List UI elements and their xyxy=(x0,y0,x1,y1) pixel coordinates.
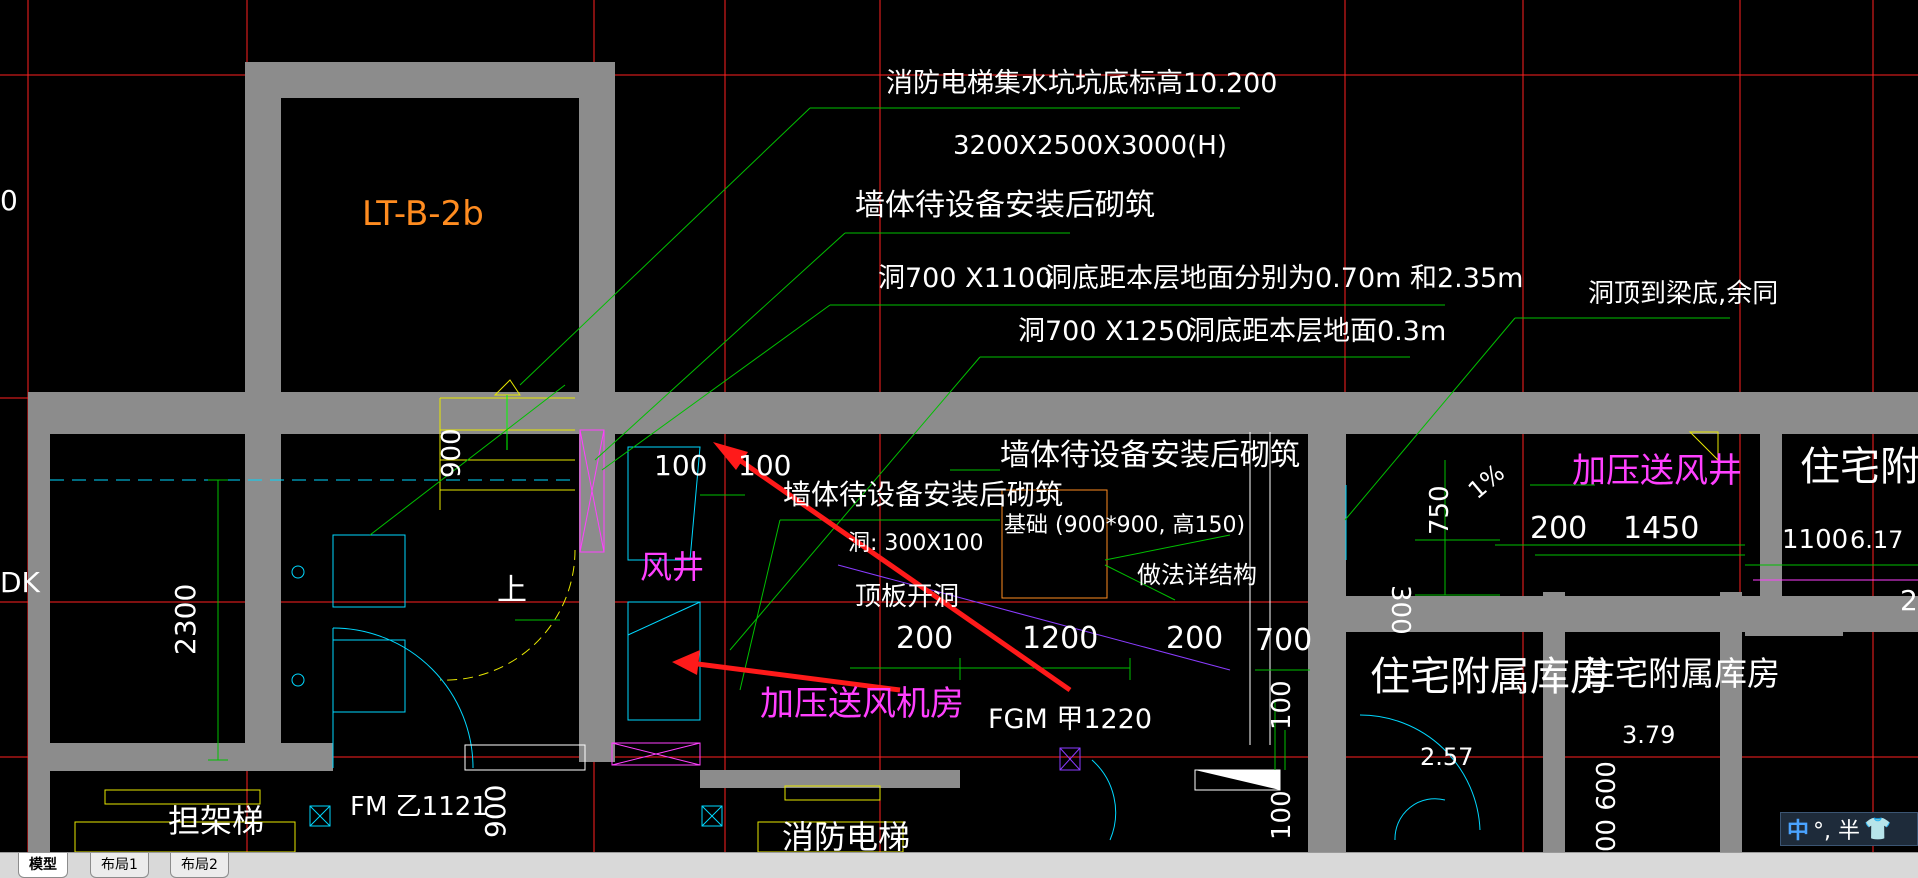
red-arrow-to-shaft xyxy=(723,447,1072,693)
cad-linework xyxy=(50,379,1918,852)
tab-layout-2[interactable]: 布局2 xyxy=(170,853,229,878)
layout-tab-bar: 模型 布局1 布局2 xyxy=(0,852,1918,878)
dim-100-a: 100 xyxy=(654,449,707,482)
left-edge-zero: 0 xyxy=(0,184,18,217)
drawing-text: LT-B-2b 消防电梯集水坑坑底标高10.200 3200X2500X3000… xyxy=(0,68,1918,852)
left-edge-text: DK xyxy=(0,566,41,599)
tab-layout-1[interactable]: 布局1 xyxy=(90,853,149,878)
walls xyxy=(28,62,1918,852)
dim-900-vertical: 900 xyxy=(437,428,467,478)
wall-note-2: 墙体待设备安装后砌筑 xyxy=(1000,438,1300,473)
wall-note-1: 墙体待设备安装后砌筑 xyxy=(855,188,1155,223)
dim-300: 300 xyxy=(1385,585,1415,635)
leader-lines xyxy=(208,107,1918,770)
foundation-note: 基础 (900*900, 高150) xyxy=(1004,513,1245,538)
dim-200-a: 200 xyxy=(896,621,953,656)
opening-2-size: 洞700 X1250 xyxy=(1018,316,1192,347)
dim-100-b: 100 xyxy=(738,449,791,482)
pressure-shaft-label: 加压送风井 xyxy=(1572,451,1742,491)
opening-2-height: 洞底距本层地面0.3m xyxy=(1188,316,1446,347)
dim-200-b: 200 xyxy=(1166,621,1223,656)
slab-opening-size: 洞: 300X100 xyxy=(848,531,983,556)
fire-lift-label: 消防电梯 xyxy=(782,818,910,852)
dim-700: 700 xyxy=(1255,623,1312,658)
door-fm-label: FM 乙1121 xyxy=(350,792,488,822)
dim-2: 2 xyxy=(1900,584,1918,617)
ime-language[interactable]: 中 xyxy=(1787,819,1810,844)
dim-600: 00 600 xyxy=(1592,761,1622,852)
storage-room-2: 住宅附属库房 xyxy=(1582,654,1780,693)
air-shaft-label: 风井 xyxy=(640,548,704,586)
red-arrow-head-shaft xyxy=(713,442,748,470)
dim-1450: 1450 xyxy=(1623,511,1699,546)
shirt-icon[interactable]: 👕 xyxy=(1864,816,1892,842)
ime-mode[interactable]: °, 半 xyxy=(1813,819,1861,844)
red-arrow-head-fan-room xyxy=(672,650,700,675)
dim-2300: 2300 xyxy=(169,584,202,655)
level-3-79: 3.79 xyxy=(1622,721,1675,749)
dim-100-vertical-2: 100 xyxy=(1267,790,1297,840)
beam-note: 洞顶到梁底,余同 xyxy=(1588,279,1778,309)
fan-room-label: 加压送风机房 xyxy=(760,684,964,724)
dim-750: 750 xyxy=(1425,485,1455,535)
dimension-text: 100 100 900 2300 200 1200 200 700 100 10… xyxy=(169,428,1918,852)
ime-status-indicator[interactable]: 中 °, 半 👕 xyxy=(1780,812,1918,846)
elevator-label: LT-B-2b xyxy=(362,194,484,234)
pit-size: 3200X2500X3000(H) xyxy=(953,131,1227,161)
door-fgm-label: FGM 甲1220 xyxy=(988,704,1152,735)
structure-note: 做法详结构 xyxy=(1137,561,1257,589)
slab-opening: 顶板开洞 xyxy=(855,582,959,612)
pit-note: 消防电梯集水坑坑底标高10.200 xyxy=(886,68,1277,99)
storage-room-1: 住宅附属库房 xyxy=(1370,654,1610,700)
dim-1100: 1100 xyxy=(1782,525,1848,555)
dim-6-17: 6.17 xyxy=(1850,526,1903,554)
level-2-57: 2.57 xyxy=(1420,743,1473,771)
tab-model[interactable]: 模型 xyxy=(18,853,68,878)
opening-1-size: 洞700 X1100 xyxy=(878,263,1052,294)
red-arrow-to-fan-room xyxy=(689,660,901,693)
dim-1200: 1200 xyxy=(1022,621,1098,656)
dim-900-bottom: 900 xyxy=(479,785,512,838)
wall-note-3: 墙体待设备安装后砌筑 xyxy=(783,478,1063,511)
annotation-arrows xyxy=(672,442,1072,693)
opening-1-height: 洞底距本层地面分别为0.70m 和2.35m xyxy=(1045,263,1523,294)
cad-drawing-canvas[interactable]: LT-B-2b 消防电梯集水坑坑底标高10.200 3200X2500X3000… xyxy=(0,0,1918,852)
storage-room-3: 住宅附属库 xyxy=(1800,444,1918,490)
stair-up-label: 上 xyxy=(497,573,527,608)
dim-200-c: 200 xyxy=(1530,511,1587,546)
stretcher-lift-label: 担架梯 xyxy=(168,802,264,840)
dim-100-vertical: 100 xyxy=(1267,680,1297,730)
